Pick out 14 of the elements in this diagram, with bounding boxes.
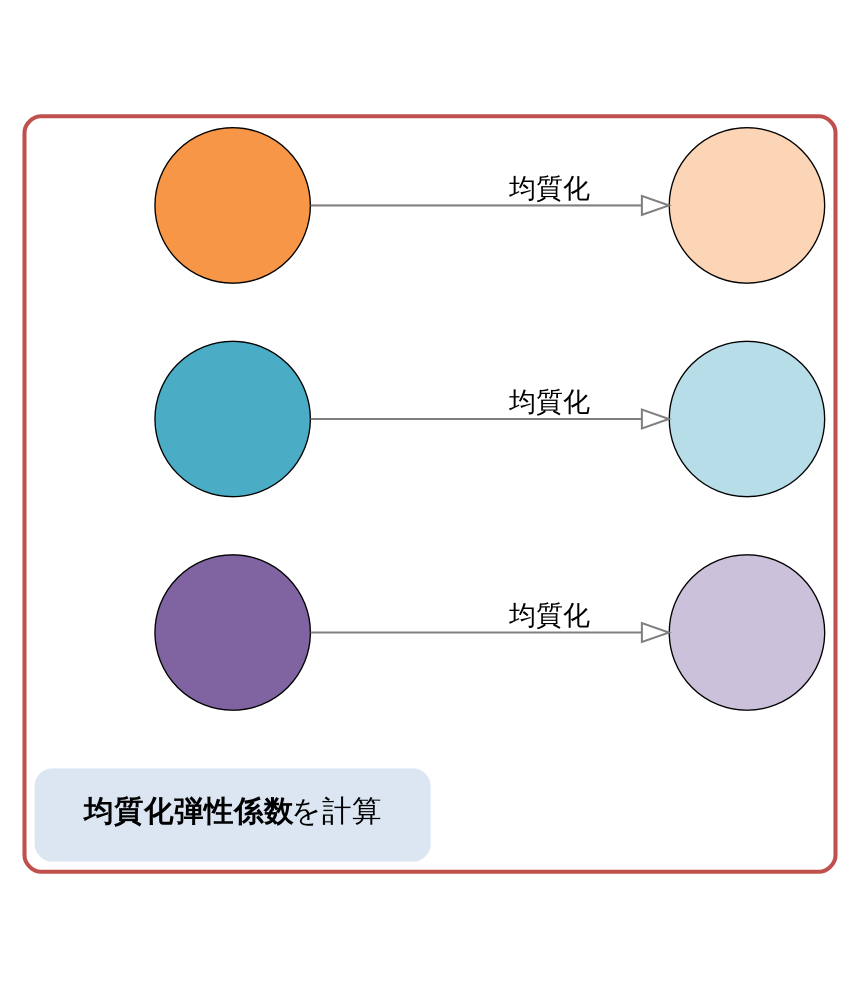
arrow	[310, 408, 672, 430]
arrow	[310, 621, 672, 643]
arrow	[310, 194, 672, 216]
node-circle	[668, 554, 826, 710]
edge-label: 均質化	[509, 386, 590, 418]
node-circle	[668, 340, 826, 497]
node-circle	[154, 554, 312, 710]
node-box: 均質化弾性係数を計算	[34, 768, 431, 862]
edge-label: 均質化	[509, 172, 590, 204]
node-circle	[668, 126, 826, 284]
node-circle	[154, 126, 312, 284]
node-circle	[154, 340, 312, 497]
edge-label: 均質化	[509, 600, 590, 631]
cluster	[22, 114, 838, 874]
